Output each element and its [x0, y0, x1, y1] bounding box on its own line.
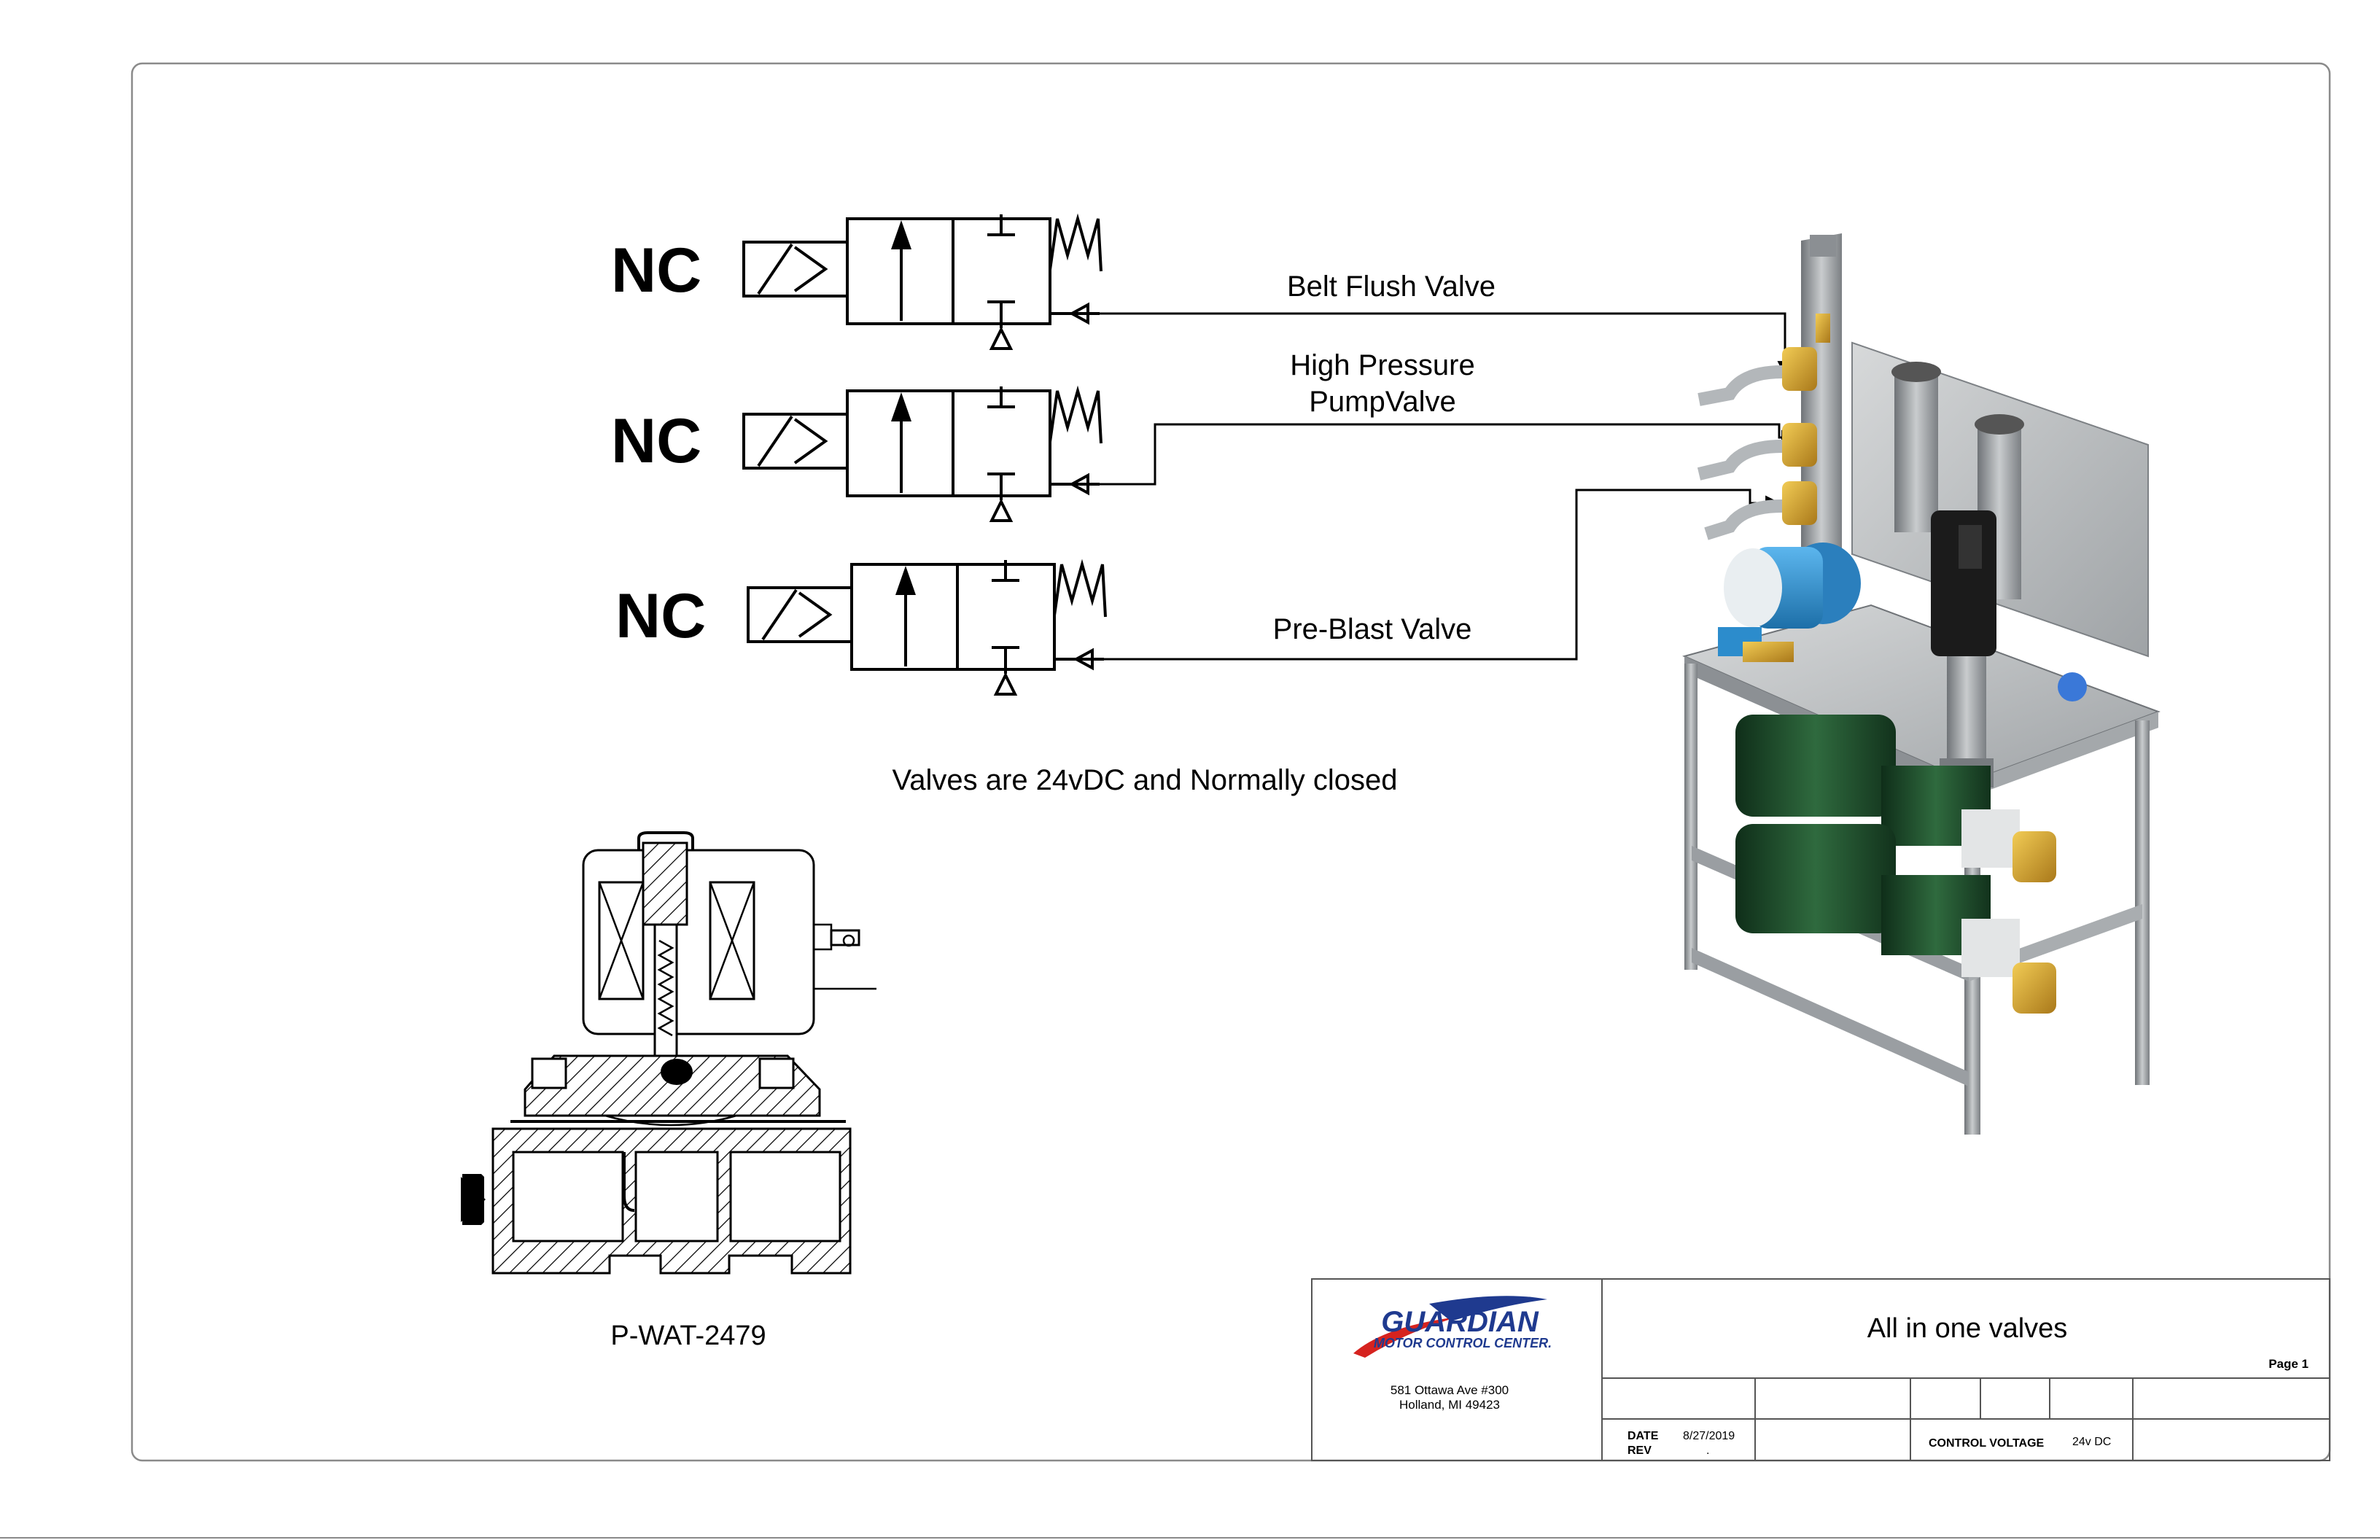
valve-2-wire	[1100, 423, 1797, 486]
valve-symbol-2: NC	[611, 385, 1102, 522]
solenoid-actuator	[742, 241, 849, 298]
valve-1-type-label: NC	[611, 236, 701, 306]
sheet-border	[131, 62, 2331, 1462]
date-value: 8/27/2019	[1683, 1430, 1735, 1442]
valve-symbol-1: NC	[611, 213, 1102, 350]
page-number: Page 1	[2268, 1357, 2309, 1371]
logo-text-1: GUARDIAN	[1381, 1306, 1539, 1338]
pump-skid-render	[1682, 233, 2161, 1135]
valve-2-line-label-2: PumpValve	[1309, 386, 1456, 418]
company-address-2: Holland, MI 49423	[1399, 1398, 1500, 1412]
valve-note: Valves are 24vDC and Normally closed	[892, 764, 1398, 796]
company-address-1: 581 Ottawa Ave #300	[1391, 1383, 1509, 1397]
valve-symbol-3: NC	[615, 559, 1107, 696]
vertical-pump	[1931, 510, 2087, 788]
blue-motor	[1718, 542, 1861, 662]
guardian-logo: GUARDIAN MOTOR CONTROL CENTER.	[1353, 1296, 1552, 1358]
manifold-valves	[1697, 314, 1830, 540]
drawing-title: All in one valves	[1867, 1313, 2068, 1344]
title-block: GUARDIAN MOTOR CONTROL CENTER. 581 Ottaw…	[1311, 1278, 2330, 1461]
control-voltage-value: 24v DC	[2072, 1436, 2111, 1448]
cutaway-part-number: P-WAT-2479	[610, 1321, 766, 1351]
valve-3-line-label: Pre-Blast Valve	[1273, 613, 1472, 645]
date-label: DATE	[1628, 1430, 1659, 1442]
valve-3-type-label: NC	[615, 581, 706, 651]
control-voltage-label: CONTROL VOLTAGE	[1929, 1437, 2045, 1450]
rev-value: .	[1706, 1444, 1709, 1457]
green-pumps	[1735, 715, 2056, 1014]
rev-label: REV	[1628, 1444, 1652, 1457]
solenoid-valve-cutaway	[461, 831, 876, 1275]
logo-text-2: MOTOR CONTROL CENTER.	[1374, 1336, 1552, 1350]
valve-1-line-label: Belt Flush Valve	[1287, 271, 1496, 303]
valve-2-line-label-1: High Pressure	[1290, 349, 1474, 381]
valve-2-type-label: NC	[611, 406, 701, 476]
